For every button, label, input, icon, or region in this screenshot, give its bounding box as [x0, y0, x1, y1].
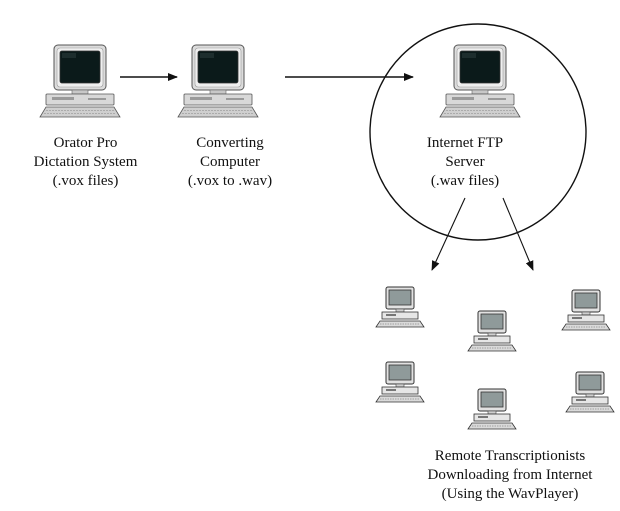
- converting-computer-label: Converting Computer (.vox to .wav): [165, 134, 295, 191]
- ftp-label-line-1: Internet FTP: [426, 135, 504, 151]
- remote-label-line-2: Downloading from Internet: [427, 467, 593, 483]
- ftp-label-line-2: Server: [445, 154, 485, 170]
- converting-computer-icon: [177, 44, 259, 118]
- remote-transcriptionists-label: Remote Transcriptionists Downloading fro…: [400, 447, 620, 504]
- converting-label-line-1: Converting: [196, 135, 264, 151]
- arrow-ftp-to-remote-right: [502, 197, 534, 271]
- orator-pro-label: Orator Pro Dictation System (.vox files): [18, 134, 153, 191]
- ftp-label-line-3: (.wav files): [430, 173, 500, 189]
- remote-computer-icon: [565, 371, 615, 413]
- arrow-ftp-to-remote-left: [431, 197, 466, 271]
- remote-computer-icon: [467, 310, 517, 352]
- remote-label-line-3: (Using the WavPlayer): [441, 486, 579, 502]
- ftp-server-computer-icon: [439, 44, 521, 118]
- remote-computer-icon: [375, 361, 425, 403]
- remote-computer-icon: [467, 388, 517, 430]
- orator-computer-icon: [39, 44, 121, 118]
- remote-label-line-1: Remote Transcriptionists: [434, 448, 586, 464]
- internet-server-circle: [369, 23, 587, 241]
- remote-computer-icon: [561, 289, 611, 331]
- orator-label-line-1: Orator Pro: [53, 135, 118, 151]
- converting-label-line-2: Computer: [200, 154, 260, 170]
- internet-ftp-server-label: Internet FTP Server (.wav files): [395, 134, 535, 191]
- orator-label-line-3: (.vox files): [52, 173, 119, 189]
- remote-computer-icon: [375, 286, 425, 328]
- orator-label-line-2: Dictation System: [33, 154, 138, 170]
- converting-label-line-3: (.vox to .wav): [187, 173, 273, 189]
